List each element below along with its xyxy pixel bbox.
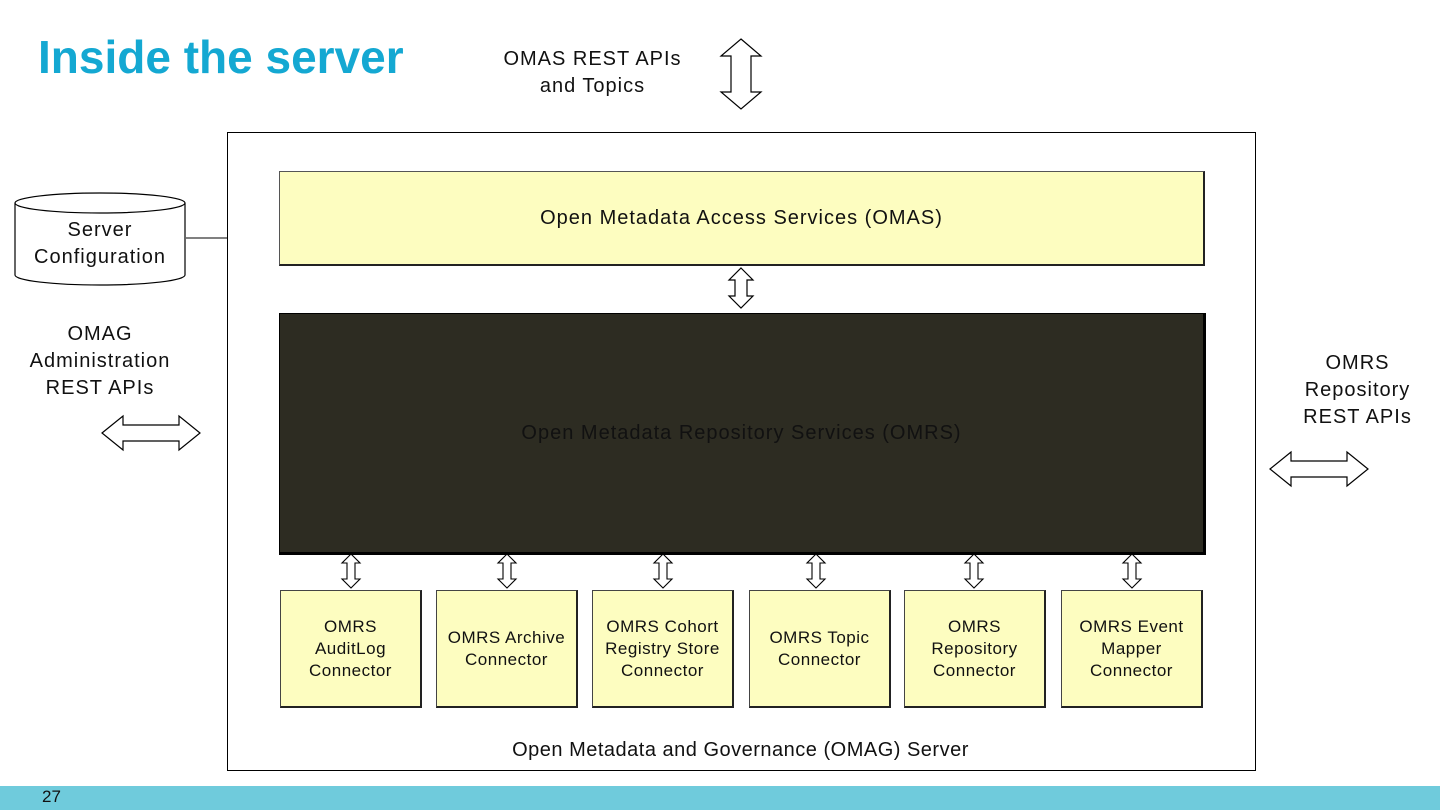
omrs-box-label: Open Metadata Repository Services (OMRS) [521,421,962,444]
page-number: 27 [42,787,61,806]
connector-label: OMRS Event Mapper Connector [1079,616,1184,680]
omrs-repo-line1: OMRS [1325,352,1390,374]
omas-omrs-arrow [727,267,755,309]
connector-label: OMRS Cohort Registry Store Connector [605,616,720,680]
connector-arrow [652,553,674,589]
connector-repository: OMRS Repository Connector [904,590,1046,708]
omrs-repo-line2: Repository [1304,379,1411,401]
omag-admin-label: OMAG Administration REST APIs [10,321,190,402]
omas-box: Open Metadata Access Services (OMAS) [279,171,1205,266]
connector-arrows [340,553,1143,589]
omas-box-label: Open Metadata Access Services (OMAS) [540,206,943,229]
omrs-repo-label: OMRS Repository REST APIs [1280,350,1435,431]
omas-apis-arrow [719,38,763,110]
connector-topic: OMRS Topic Connector [749,590,891,708]
connector-event-mapper: OMRS Event Mapper Connector [1061,590,1203,708]
omrs-repo-line3: REST APIs [1303,406,1412,428]
server-config-label: Server Configuration [15,217,185,271]
connector-label: OMRS AuditLog Connector [309,616,392,680]
omrs-box: Open Metadata Repository Services (OMRS) [279,313,1206,555]
omag-admin-arrow [101,414,201,452]
connector-archive: OMRS Archive Connector [436,590,578,708]
connector-label: OMRS Archive Connector [447,627,566,669]
connector-arrow [496,553,518,589]
connector-auditlog: OMRS AuditLog Connector [280,590,422,708]
omag-admin-line3: REST APIs [45,377,155,399]
omrs-repo-arrow [1269,450,1369,488]
connector-arrow [340,553,362,589]
omas-apis-label: OMAS REST APIs and Topics [490,46,695,100]
omag-admin-line1: OMAG [67,323,133,345]
connector-arrow [805,553,827,589]
connector-cohort-registry: OMRS Cohort Registry Store Connector [592,590,734,708]
connector-label: OMRS Topic Connector [769,627,870,669]
omag-server-label: Open Metadata and Governance (OMAG) Serv… [512,739,969,761]
omas-apis-label-line2: and Topics [539,75,646,97]
server-config-line2: Configuration [34,246,166,268]
server-config-cylinder [14,192,186,286]
omas-apis-label-line1: OMAS REST APIs [503,48,682,70]
connector-arrow [1121,553,1143,589]
footer-bar [0,786,1440,810]
connector-arrow [963,553,985,589]
server-config-line1: Server [67,219,133,241]
connector-label: OMRS Repository Connector [931,616,1018,680]
slide-title: Inside the server [38,31,404,83]
omag-admin-line2: Administration [29,350,171,372]
